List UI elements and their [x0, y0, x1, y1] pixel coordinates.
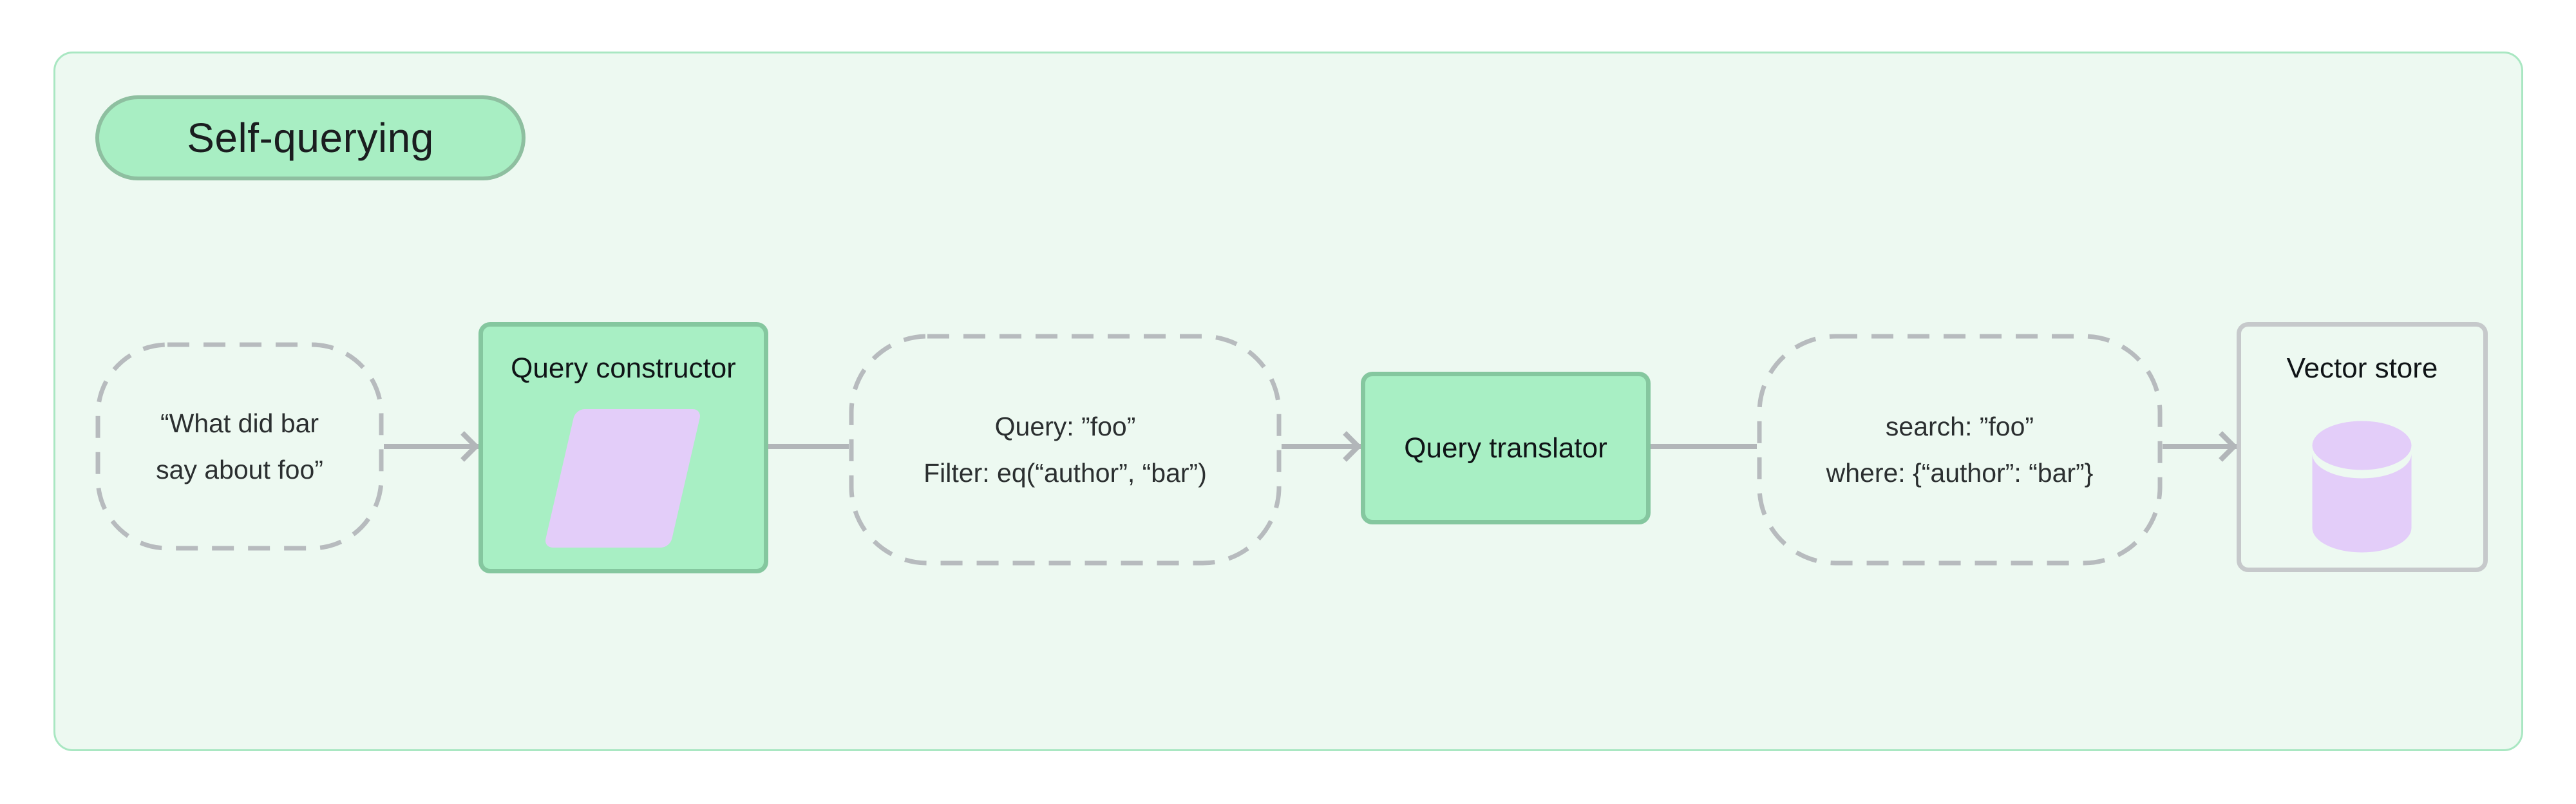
- connector-line: [384, 444, 478, 449]
- query-constructor-node: Query constructor: [478, 322, 768, 573]
- parallelogram-icon: [544, 409, 702, 548]
- query-translator-node: Query translator: [1361, 372, 1651, 524]
- arrowhead-icon: [460, 431, 480, 462]
- vector-store-node: Vector store: [2237, 322, 2488, 572]
- translated-query-line-2: where: {“author”: “bar”}: [1826, 458, 2094, 488]
- connector-line: [2163, 444, 2237, 449]
- database-icon: [2312, 421, 2412, 553]
- connector-line: [768, 444, 849, 449]
- user-query-line-1: “What did bar: [160, 408, 319, 438]
- user-query-line-2: say about foo”: [156, 455, 323, 484]
- arrowhead-icon: [1343, 431, 1362, 462]
- connector-line: [1651, 444, 1757, 449]
- connector-line: [1282, 444, 1361, 449]
- diagram-title: Self-querying: [187, 115, 434, 161]
- translated-query-line-1: search: ”foo”: [1885, 412, 2034, 441]
- structured-query-line-2: Filter: eq(“author”, “bar”): [923, 458, 1207, 488]
- user-query-node: “What did bar say about foo”: [95, 342, 384, 551]
- query-constructor-label: Query constructor: [511, 352, 736, 384]
- translated-query-node: search: ”foo” where: {“author”: “bar”}: [1757, 334, 2163, 566]
- dashed-border-icon: [95, 342, 384, 551]
- query-translator-label: Query translator: [1404, 432, 1607, 464]
- dashed-border-icon: [1757, 334, 2163, 566]
- arrowhead-icon: [2219, 431, 2238, 462]
- structured-query-line-1: Query: ”foo”: [994, 412, 1136, 441]
- diagram-title-badge: Self-querying: [95, 95, 526, 180]
- structured-query-node: Query: ”foo” Filter: eq(“author”, “bar”): [849, 334, 1282, 566]
- self-querying-container: Self-querying “What did bar say about fo…: [53, 52, 2523, 751]
- dashed-border-icon: [849, 334, 1282, 566]
- vector-store-label: Vector store: [2286, 352, 2438, 384]
